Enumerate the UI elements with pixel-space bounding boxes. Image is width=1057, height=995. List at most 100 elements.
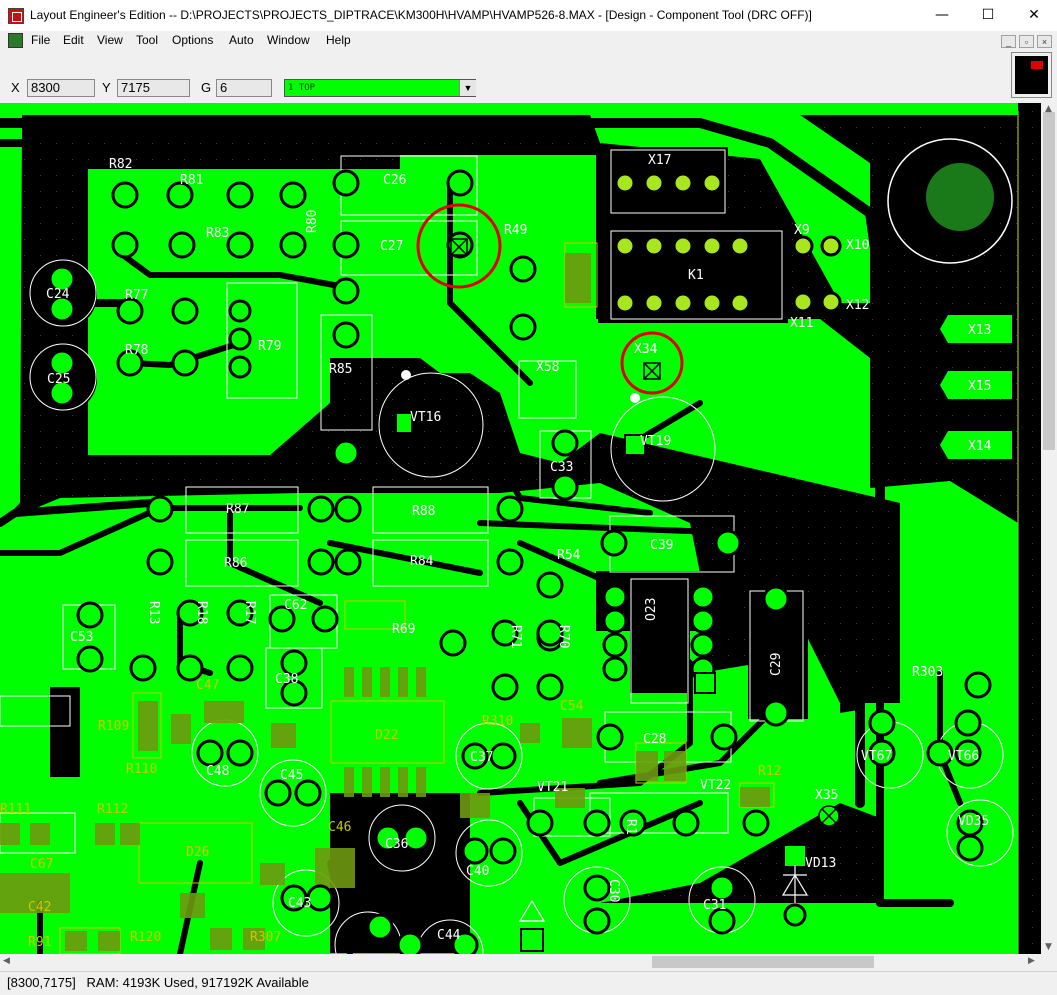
toolbar: ▭ ▣ ▥ ✕ ⌕ E ▦ ⊕ ⊖ ⊙ Q ▥ ① ⁄ T ↖ ⊘ ■ DRC … (0, 52, 1010, 125)
menu-auto[interactable]: Auto (229, 33, 254, 47)
refdes-label: K1 (688, 268, 704, 283)
refdes-label: C29 (769, 653, 784, 676)
refdes-label: C26 (383, 173, 406, 188)
refdes-label: C67 (30, 857, 53, 872)
refdes-label: C43 (288, 896, 311, 911)
refdes-label: R87 (226, 502, 249, 517)
scroll-right-icon[interactable]: ▶ (1028, 956, 1035, 966)
refdes-label: C30 (606, 879, 621, 902)
refdes-label: R88 (412, 504, 435, 519)
highlight-rings (416, 203, 684, 395)
horizontal-scroll-thumb[interactable] (652, 956, 874, 968)
window-title: Layout Engineer's Edition -- D:\PROJECTS… (30, 8, 812, 22)
via-dot (401, 370, 411, 380)
scroll-up-icon[interactable]: ▲ (1045, 104, 1052, 114)
square-pads (395, 412, 807, 952)
refdes-label: R77 (125, 288, 148, 303)
grid-label: G (201, 80, 212, 95)
refdes-labels: R82 R81 R80 C26 C27 R49 X17 K1 X9 X10 X1… (0, 153, 992, 950)
refdes-label: X15 (968, 379, 991, 394)
menu-view[interactable]: View (97, 33, 123, 47)
refdes-label: X17 (648, 153, 671, 168)
menu-help[interactable]: Help (326, 33, 351, 47)
refdes-label: R85 (329, 362, 352, 377)
refdes-label: X35 (815, 788, 838, 803)
menu-file[interactable]: File (31, 33, 51, 47)
title-bar: Layout Engineer's Edition -- D:\PROJECTS… (0, 0, 1057, 32)
refdes-label: R112 (97, 802, 128, 817)
refdes-label: R307 (250, 930, 281, 945)
vertical-scroll-thumb[interactable] (1043, 112, 1055, 450)
refdes-label: C38 (275, 672, 298, 687)
menu-edit[interactable]: Edit (63, 33, 84, 47)
refdes-label: X34 (634, 342, 658, 357)
refdes-label: VT67 (861, 749, 892, 764)
refdes-label: C40 (466, 864, 489, 879)
refdes-label: X58 (536, 360, 559, 375)
x-coordinate-field[interactable]: 8300 (27, 79, 95, 97)
menu-tool[interactable]: Tool (136, 33, 159, 47)
scroll-left-icon[interactable]: ◀ (3, 956, 10, 966)
refdes-label: R84 (410, 554, 434, 569)
refdes-label: R91 (28, 935, 51, 950)
refdes-label: R310 (482, 714, 513, 729)
refdes-label: R54 (557, 548, 581, 563)
pcb-drawing[interactable]: R82 R81 R80 C26 C27 R49 X17 K1 X9 X10 X1… (0, 103, 1041, 954)
refdes-label: R17 (242, 601, 257, 624)
refdes-label: C36 (385, 837, 408, 852)
refdes-label: X13 (968, 323, 991, 338)
mounting-hole (887, 138, 1013, 264)
active-layer-indicator (1011, 52, 1052, 98)
close-button[interactable]: ✕ (1028, 7, 1040, 23)
via-dot (630, 393, 640, 403)
edge-connectors (940, 315, 1012, 459)
refdes-label: R109 (98, 719, 129, 734)
refdes-label: R70 (556, 625, 571, 648)
refdes-label: R86 (224, 556, 247, 571)
refdes-label: X12 (846, 298, 869, 313)
refdes-label: VD13 (805, 856, 836, 871)
layer-select-value: 1 TOP (288, 83, 316, 93)
refdes-label: X10 (846, 238, 869, 253)
refdes-label: VD35 (958, 814, 989, 829)
mdi-restore-button[interactable]: ▫ (1019, 35, 1034, 48)
horizontal-scrollbar[interactable] (0, 954, 1041, 970)
refdes-label: R120 (130, 930, 161, 945)
status-bar (0, 971, 1057, 995)
layer-select[interactable]: 1 TOP (284, 79, 476, 97)
refdes-label: R49 (504, 223, 527, 238)
minimize-button[interactable]: — (935, 7, 949, 23)
chevron-down-icon[interactable]: ▼ (459, 80, 476, 96)
bottom-pads (0, 253, 770, 951)
refdes-label: VT19 (640, 434, 671, 449)
menu-window[interactable]: Window (267, 33, 310, 47)
refdes-label: C45 (280, 768, 303, 783)
refdes-label: C25 (47, 372, 70, 387)
scroll-down-icon[interactable]: ▼ (1045, 942, 1052, 952)
mdi-close-button[interactable]: × (1037, 35, 1052, 48)
refdes-label: X9 (794, 223, 810, 238)
refdes-label: R303 (912, 665, 943, 680)
refdes-label: R78 (125, 343, 148, 358)
document-icon[interactable] (8, 33, 23, 48)
maximize-button[interactable]: ☐ (981, 7, 995, 23)
grid-field[interactable]: 6 (216, 79, 272, 97)
refdes-label: VT21 (537, 780, 568, 795)
refdes-label: VT66 (948, 749, 979, 764)
mdi-minimize-button[interactable]: _ (1001, 35, 1016, 48)
refdes-label: C27 (380, 239, 403, 254)
refdes-label: R111 (0, 802, 31, 817)
refdes-label: R1 (623, 819, 638, 835)
refdes-label: C48 (206, 764, 229, 779)
pcb-canvas[interactable]: R82 R81 R80 C26 C27 R49 X17 K1 X9 X10 X1… (0, 103, 1041, 954)
refdes-label: R79 (258, 339, 281, 354)
refdes-label: VT22 (700, 778, 731, 793)
app-icon[interactable] (8, 8, 24, 24)
component-pads (614, 172, 842, 314)
refdes-label: R81 (180, 173, 203, 188)
y-coordinate-field[interactable]: 7175 (117, 79, 190, 97)
menu-options[interactable]: Options (172, 33, 214, 47)
refdes-label: R69 (392, 622, 415, 637)
test-points (450, 238, 840, 827)
refdes-label: R80 (305, 210, 320, 233)
